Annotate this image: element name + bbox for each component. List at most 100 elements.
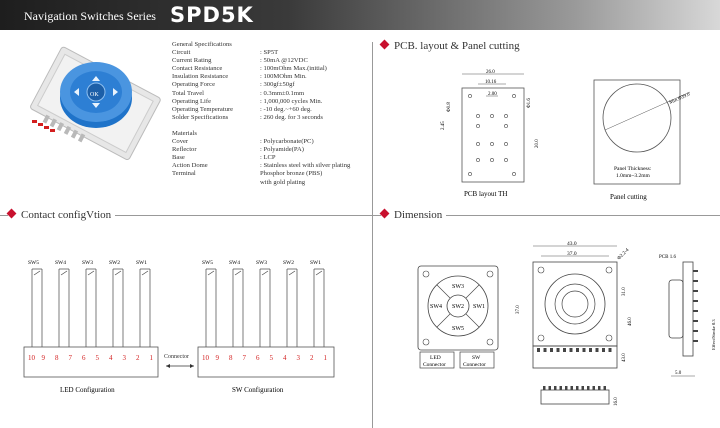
terminal-leg [693,320,698,322]
general-spec-row: Operating Force: 300gf±50gf [172,81,370,89]
terminal-pin [556,348,560,352]
terminal-pin [576,348,579,352]
horizontal-divider [0,215,720,216]
terminal-leg [693,280,698,282]
pcb-hole [490,158,494,162]
pcb-hole [476,114,480,118]
terminal-pin [602,348,605,352]
section-marker-icon [379,208,390,219]
general-spec-key: Operating Force [172,81,216,89]
dim-pcb: PCB 1.6 [659,255,676,260]
pcb-hole [512,94,516,98]
materials-table: Cover: Polycarbonate(PC)Reflector: Polya… [172,138,370,187]
sw-box-1: SW [472,355,481,361]
switch-symbol-icon [234,270,242,276]
dimension-top-view: 43.0 37.0 Φ2.2-4 31.0 37.0 46.0 43.0 16.… [516,241,633,406]
switch-symbol-icon [87,270,95,276]
terminal-pin [570,386,573,390]
general-spec-key: Contact Resistance [172,65,223,73]
pcb-dim-pitch: 10.16 [485,80,497,85]
general-spec-key: Solder Specifications [172,113,229,121]
dim-16: 16.0 [614,397,619,406]
material-key: Base [172,154,185,162]
switch-label: SW2 [283,260,294,266]
connector-pin: 2 [310,354,314,362]
switch-label: SW2 [109,260,120,266]
pcb-dim-small: 2.00 [488,92,497,97]
switch-symbol-icon [315,270,323,276]
general-spec-value: : 0.3mm±0.1mm [260,89,305,97]
general-spec-key: Circuit [172,49,191,57]
led-box-2: Connector [423,362,446,368]
led-box-1: LED [430,355,441,361]
pcb-hole [476,124,480,128]
general-spec-value: : 50mA @12VDC [260,57,308,65]
general-spec-row: Solder Specifications : 260 deg. for 3 se… [172,114,370,122]
switch-label: SW5 [202,260,213,266]
dimension-front-view: SW3 SW4 SW2 SW1 SW5 LED Connector SW Con… [417,265,499,369]
terminal-leg [693,300,698,302]
pcb-dim-width: 26.0 [486,70,495,75]
terminal-pin [582,348,586,352]
sw-box-2: Connector [463,362,486,368]
pcb-hole [490,114,494,118]
connector-pin: 9 [216,354,220,362]
dim-46: 46.0 [628,317,633,326]
connector-pin: 2 [136,354,140,362]
pcb-dim-height: 20.0 [535,139,540,148]
material-value: with gold plating [260,178,306,186]
switch-label: SW3 [82,260,93,266]
material-key: Cover [172,138,189,146]
terminal-pin [537,348,540,352]
material-key: Action Dome [172,162,208,170]
pcb-hole [504,142,508,146]
terminal-pin [543,348,547,352]
switch-label: SW4 [55,260,66,266]
terminal-pin [598,386,601,390]
section-marker-icon [379,39,390,50]
material-key: Terminal [172,170,196,178]
dim-37v: 37.0 [516,305,521,314]
materials-heading: Materials [172,129,197,137]
pcb-hole [476,142,480,146]
terminal-pin [576,386,579,390]
panel-cutting-drawing: Min.Φ39.0 Panel Thickness: 1.0mm~3.2mm P… [593,79,691,201]
connector-arrow-icon [166,364,194,368]
terminal-leg [693,310,698,312]
switch-label: SW4 [229,260,240,266]
pcb-dim-offset: 2.45 [441,121,446,130]
sw-caption: SW Configuration [232,386,284,394]
terminal-leg [693,330,698,332]
connector-pin: 5 [96,354,100,362]
general-spec-key: Current Rating [172,57,212,65]
general-spec-row: Operating Temperature: -10 deg.~+60 deg. [172,106,370,114]
material-value: : Polycarbonate(PC) [260,138,314,146]
terminal-leg [693,290,698,292]
general-spec-row: Total Travel: 0.3mm±0.1mm [172,90,370,98]
material-row: Action Dome: Stainless steel with silver… [172,162,370,170]
general-spec-value: : 260 deg. for 3 seconds [260,113,323,121]
dim-sw5: SW5 [452,326,464,332]
switch-symbol-icon [207,270,215,276]
switch-symbol-icon [60,270,68,276]
dimension-section-title: Dimension [379,208,447,221]
connector-pin: 6 [256,354,260,362]
material-key [172,179,260,187]
terminal-pin [569,348,573,352]
terminal-pin [565,386,568,390]
pcb-hole [512,172,516,176]
pcb-dim-hole: Φ0.8 [447,102,452,112]
connector-pin: 6 [82,354,86,362]
connector-pin: 10 [28,354,36,362]
connector-pin: 4 [109,354,113,362]
pcb-hole [468,94,472,98]
connector-pin: 9 [42,354,46,362]
switch-label: SW5 [28,260,39,266]
dim-sw1: SW1 [473,304,485,310]
model-title: SPD5K [170,3,254,27]
general-spec-value: : -10 deg.~+60 deg. [260,105,312,113]
terminal-pin [548,386,551,390]
